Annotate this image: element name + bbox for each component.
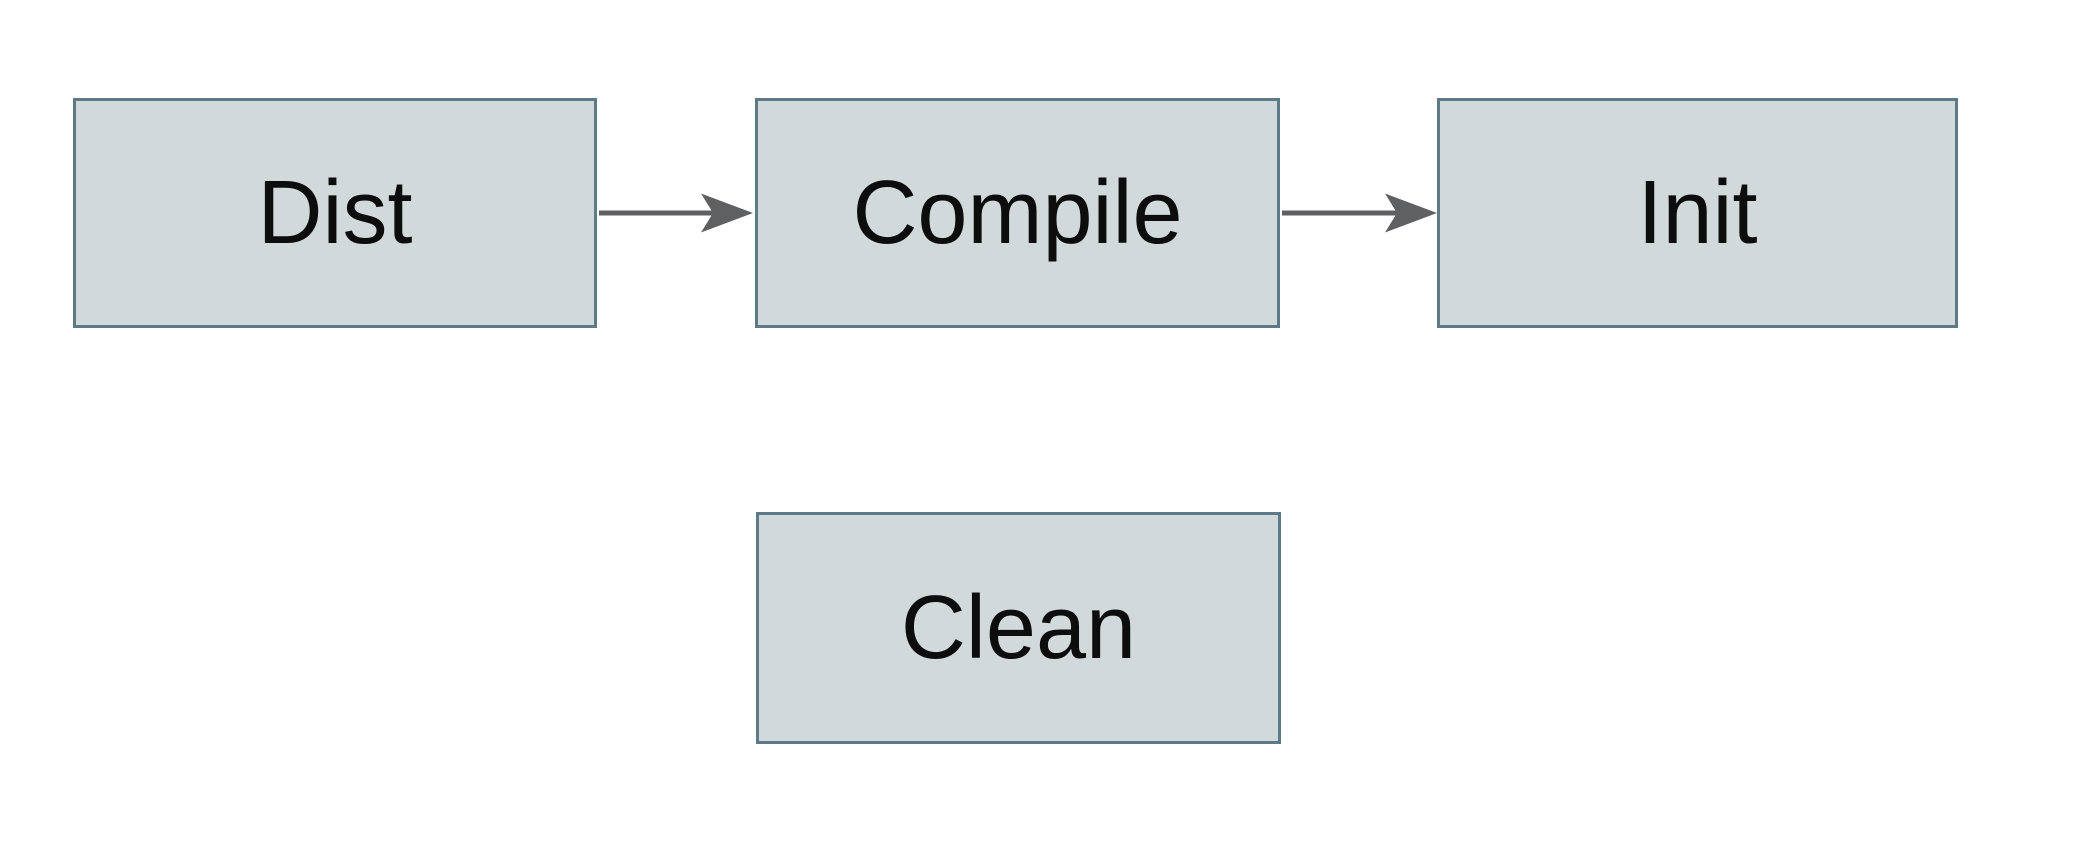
node-dist[interactable]: Dist xyxy=(73,98,597,328)
node-clean-label: Clean xyxy=(900,577,1137,678)
node-init-label: Init xyxy=(1637,162,1758,263)
node-clean[interactable]: Clean xyxy=(756,512,1281,744)
arrow-dist-to-compile[interactable] xyxy=(599,193,753,233)
arrow-compile-to-init[interactable] xyxy=(1282,193,1437,233)
node-compile[interactable]: Compile xyxy=(755,98,1280,328)
node-dist-label: Dist xyxy=(257,162,413,263)
node-compile-label: Compile xyxy=(852,162,1183,263)
node-init[interactable]: Init xyxy=(1437,98,1958,328)
